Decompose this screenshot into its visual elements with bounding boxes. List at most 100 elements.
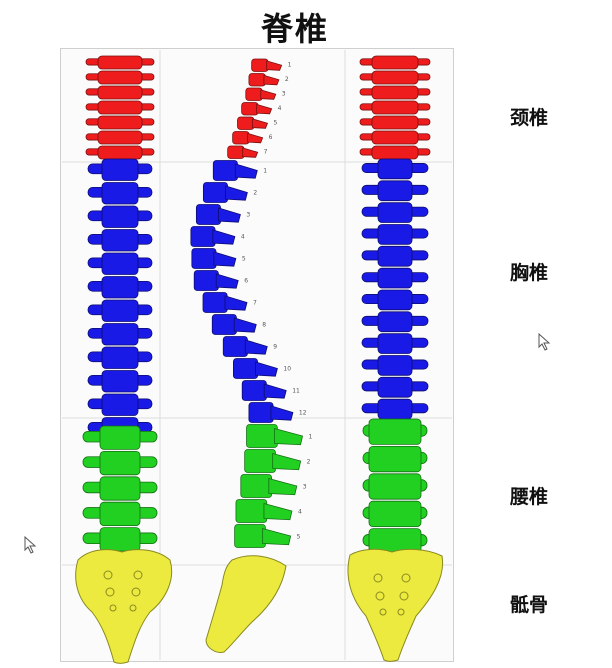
thoracic-vertebra bbox=[87, 158, 153, 181]
thoracic-vertebra bbox=[87, 299, 153, 322]
lumbar-vertebra bbox=[362, 473, 428, 500]
vertebra-number: 5 bbox=[242, 256, 246, 263]
cervical-vertebra bbox=[248, 73, 280, 87]
cervical-vertebra bbox=[85, 130, 155, 145]
thoracic-vertebra bbox=[361, 202, 429, 223]
lumbar-vertebra bbox=[246, 424, 304, 448]
lumbar-vertebra bbox=[362, 528, 428, 555]
thoracic-vertebra bbox=[361, 224, 429, 245]
vertebra-number: 6 bbox=[269, 134, 273, 141]
vertebra-number: 5 bbox=[274, 120, 278, 127]
thoracic-vertebra bbox=[193, 270, 239, 291]
lumbar-vertebra bbox=[82, 450, 158, 476]
lumbar-vertebra bbox=[82, 527, 158, 552]
thoracic-vertebra bbox=[87, 393, 153, 416]
thoracic-vertebra bbox=[87, 323, 153, 346]
lumbar-vertebra bbox=[82, 501, 158, 527]
lumbar-vertebra bbox=[240, 474, 298, 498]
vertebra-number: 7 bbox=[264, 149, 268, 156]
cervical-vertebra bbox=[85, 70, 155, 85]
thoracic-vertebra bbox=[202, 182, 248, 203]
cervical-vertebra bbox=[359, 115, 431, 130]
cursor-arrow-icon bbox=[24, 536, 37, 554]
vertebra-number: 6 bbox=[244, 278, 248, 285]
vertebra-number: 1 bbox=[263, 168, 267, 175]
lumbar-vertebra bbox=[82, 476, 158, 501]
thoracic-vertebra bbox=[87, 205, 153, 228]
vertebra-number: 2 bbox=[253, 190, 257, 197]
diagram-title: 脊椎 bbox=[260, 10, 329, 48]
thoracic-vertebra bbox=[87, 252, 153, 275]
vertebra-number: 3 bbox=[246, 212, 250, 219]
lumbar-vertebra bbox=[362, 445, 428, 473]
label-lumbar: 腰椎 bbox=[510, 486, 549, 508]
lumbar-vertebra bbox=[82, 425, 158, 450]
cervical-vertebra bbox=[85, 55, 155, 70]
cervical-vertebra bbox=[359, 55, 431, 70]
thoracic-vertebra bbox=[361, 245, 429, 267]
cervical-vertebra bbox=[359, 130, 431, 145]
thoracic-vertebra bbox=[361, 158, 429, 180]
vertebra-number: 3 bbox=[282, 91, 286, 98]
cervical-vertebra bbox=[85, 145, 155, 160]
thoracic-vertebra bbox=[361, 398, 429, 420]
label-cervical: 颈椎 bbox=[510, 107, 549, 129]
side-sacrum bbox=[205, 555, 287, 653]
thoracic-vertebra bbox=[361, 355, 429, 376]
cervical-vertebra bbox=[359, 145, 431, 160]
vertebra-number: 4 bbox=[278, 105, 282, 112]
thoracic-vertebra bbox=[248, 402, 294, 423]
thoracic-vertebra bbox=[195, 204, 241, 225]
thoracic-vertebra bbox=[202, 292, 248, 313]
cervical-vertebra bbox=[237, 116, 269, 130]
vertebra-number: 5 bbox=[297, 534, 301, 541]
vertebra-number: 4 bbox=[298, 509, 302, 516]
lumbar-vertebra bbox=[362, 500, 428, 528]
back-cervical-vertebrae bbox=[359, 55, 431, 160]
thoracic-vertebra bbox=[241, 380, 287, 401]
thoracic-vertebra bbox=[361, 289, 429, 311]
vertebra-number: 12 bbox=[299, 410, 307, 417]
lumbar-vertebra bbox=[244, 449, 302, 473]
front-lumbar-vertebrae bbox=[82, 425, 158, 552]
thoracic-vertebra bbox=[212, 160, 258, 181]
cervical-vertebra bbox=[85, 115, 155, 130]
vertebra-number: 2 bbox=[307, 459, 311, 466]
vertebra-number: 9 bbox=[273, 344, 277, 351]
cursor-arrow-icon bbox=[538, 333, 551, 351]
cervical-vertebra bbox=[227, 145, 259, 159]
vertebra-number: 1 bbox=[309, 434, 313, 441]
vertebra-number: 1 bbox=[288, 62, 292, 69]
cervical-vertebra bbox=[359, 70, 431, 85]
thoracic-vertebra bbox=[222, 336, 268, 357]
thoracic-vertebra bbox=[361, 180, 429, 202]
label-sacrum: 骶骨 bbox=[510, 594, 549, 616]
label-thoracic: 胸椎 bbox=[510, 262, 549, 284]
thoracic-vertebra bbox=[87, 346, 153, 369]
vertebra-number: 7 bbox=[253, 300, 257, 307]
cervical-vertebra bbox=[241, 102, 273, 116]
lumbar-vertebra bbox=[234, 524, 292, 548]
cervical-vertebra bbox=[251, 58, 283, 72]
thoracic-vertebra bbox=[361, 311, 429, 333]
back-view-spine bbox=[347, 55, 444, 662]
cervical-vertebra bbox=[232, 131, 264, 145]
vertebra-number: 4 bbox=[241, 234, 245, 241]
vertebra-number: 2 bbox=[285, 76, 289, 83]
vertebra-number: 10 bbox=[283, 366, 291, 373]
cervical-vertebra bbox=[359, 100, 431, 115]
vertebra-number: 3 bbox=[303, 484, 307, 491]
thoracic-vertebra bbox=[361, 267, 429, 289]
lumbar-vertebra bbox=[362, 418, 428, 445]
back-sacrum bbox=[347, 548, 444, 662]
front-cervical-vertebrae bbox=[85, 55, 155, 160]
thoracic-vertebra bbox=[361, 376, 429, 398]
thoracic-vertebra bbox=[361, 333, 429, 354]
thoracic-vertebra bbox=[190, 226, 236, 247]
cervical-vertebra bbox=[85, 100, 155, 115]
thoracic-vertebra bbox=[191, 248, 237, 269]
side-vertebrae bbox=[190, 58, 304, 548]
thoracic-vertebra bbox=[232, 358, 278, 379]
